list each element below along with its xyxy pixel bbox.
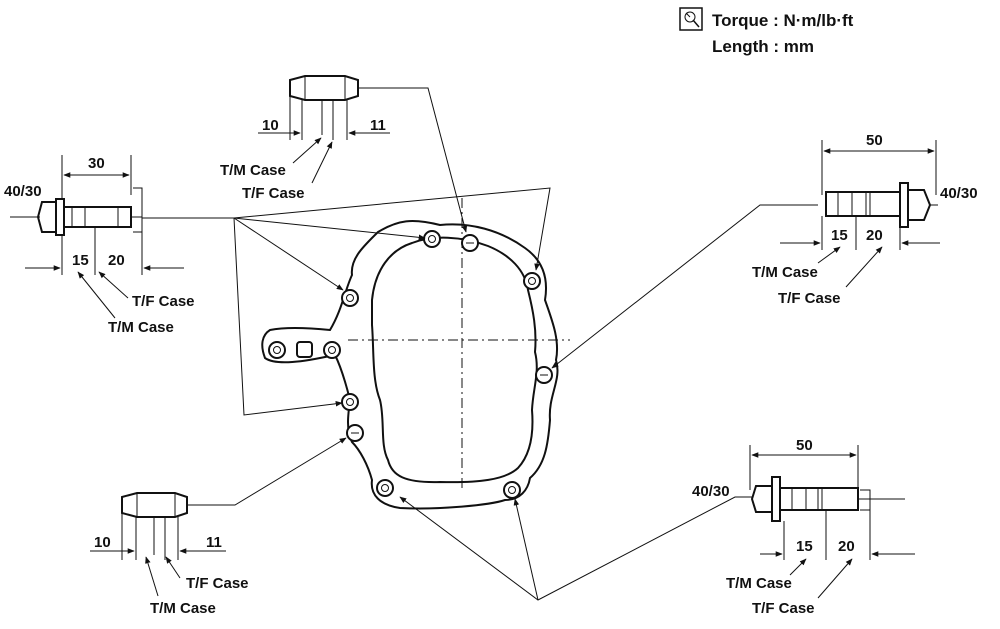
bolt-rl-label-1: T/M Case <box>726 575 792 592</box>
dowel-top-left-dim: 10 <box>262 117 279 134</box>
bolt-rl-label-2: T/F Case <box>752 600 815 617</box>
bolt-left-dim-b: 20 <box>108 252 125 269</box>
bolt-left-dim-a: 15 <box>72 252 89 269</box>
dowel-pin-top: 10 11 T/M Case T/F Case <box>220 75 390 202</box>
bolt-hole <box>341 289 359 307</box>
bolt-ru-dim-a: 15 <box>831 227 848 244</box>
bolt-hole <box>296 341 313 358</box>
bolt-left-torque: 40/30 <box>4 183 42 200</box>
bolt-rl-length: 50 <box>796 437 813 454</box>
legend-length: Length : mm <box>712 37 814 56</box>
bolt-hole <box>535 366 553 384</box>
dowel-top-label-1: T/M Case <box>220 162 286 179</box>
bolt-left-label-2: T/M Case <box>108 319 174 336</box>
legend-torque: Torque : N·m/lb·ft <box>712 11 854 30</box>
dowel-bottom-label-1: T/F Case <box>186 575 249 592</box>
bolt-ru-label-1: T/M Case <box>752 264 818 281</box>
bolt-rl-torque: 40/30 <box>692 483 730 500</box>
bolt-hole <box>503 481 521 499</box>
wrench-icon <box>679 7 703 31</box>
bolt-ru-label-2: T/F Case <box>778 290 841 307</box>
legend: Torque : N·m/lb·ft Length : mm <box>679 7 854 56</box>
bolt-left-length: 30 <box>88 155 105 172</box>
bolt-hole <box>523 272 541 290</box>
bolt-hole <box>346 424 364 442</box>
bolt-rl-dim-a: 15 <box>796 538 813 555</box>
bolt-left-label-1: T/F Case <box>132 293 195 310</box>
bolt-hole <box>323 341 341 359</box>
dowel-top-label-2: T/F Case <box>242 185 305 202</box>
flange-bolt-left: 40/30 30 15 20 T/F Case T/M Case <box>4 155 195 336</box>
bolt-ru-length: 50 <box>866 132 883 149</box>
flange-bolt-right-upper: 50 40/30 15 20 T/M Case T/F Case <box>752 132 978 307</box>
bolt-ru-torque: 40/30 <box>940 185 978 202</box>
bolt-hole <box>461 234 479 252</box>
bolt-hole <box>341 393 359 411</box>
flange-bolt-right-lower: 50 40/30 15 20 T/M Case T/F Case <box>692 437 915 617</box>
bolt-hole <box>376 479 394 497</box>
dowel-bottom-left-dim: 10 <box>94 534 111 551</box>
dowel-bottom-label-2: T/M Case <box>150 600 216 617</box>
dowel-bottom-right-dim: 11 <box>206 534 222 551</box>
gasket-plate <box>261 198 570 510</box>
bolt-rl-dim-b: 20 <box>838 538 855 555</box>
bolt-hole <box>423 230 441 248</box>
dowel-pin-bottom: 10 11 T/F Case T/M Case <box>90 492 249 617</box>
bolt-ru-dim-b: 20 <box>866 227 883 244</box>
leader-lines <box>142 87 818 601</box>
dowel-top-right-dim: 11 <box>370 117 386 134</box>
bolt-hole <box>268 341 286 359</box>
